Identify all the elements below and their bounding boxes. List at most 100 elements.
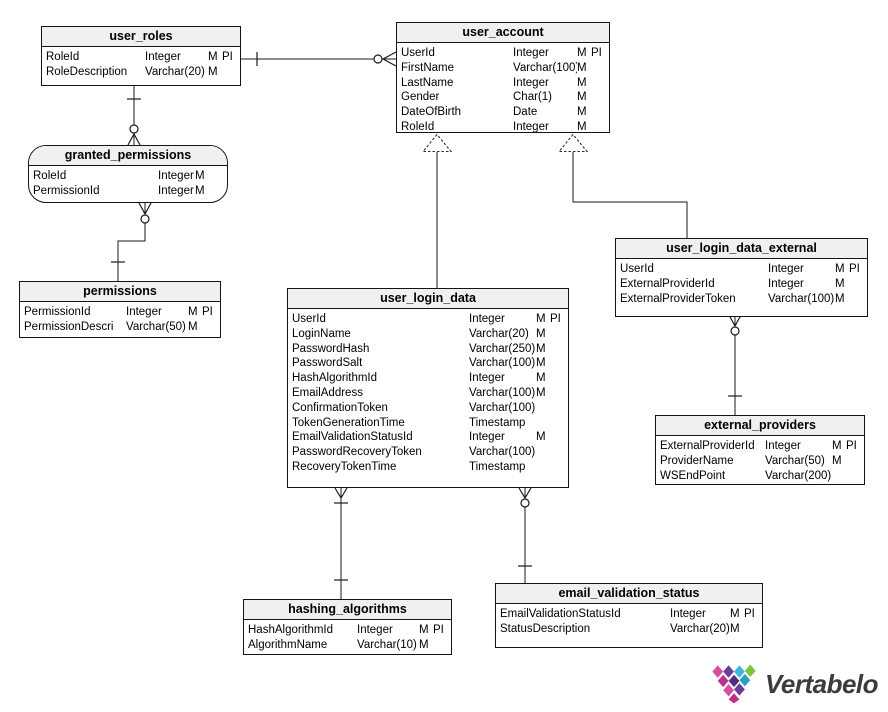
column-type: Varchar(20) <box>469 327 529 340</box>
column-type: Integer <box>513 47 549 59</box>
column-mandatory-flag: M <box>419 638 429 651</box>
column-type: Varchar(50) <box>765 454 825 467</box>
column-key-flag <box>550 371 564 386</box>
column-name: AlgorithmName <box>248 638 328 651</box>
column-name: RoleId <box>46 51 80 63</box>
column-type: Integer <box>469 431 505 444</box>
table-column-row: RecoveryTokenTime Timestamp <box>288 460 568 475</box>
rel-user_account-user_login_data-subtype <box>421 133 453 288</box>
column-type: Integer <box>469 372 505 385</box>
column-name: ExternalProviderId <box>660 440 755 452</box>
table-column-row: HashAlgorithmId Integer M <box>288 371 568 386</box>
column-name: Gender <box>401 91 440 104</box>
column-key-flag <box>591 120 605 135</box>
column-key-flag <box>591 61 605 76</box>
column-name: UserId <box>620 263 654 275</box>
column-mandatory-flag: M <box>208 51 218 63</box>
column-type: Varchar(200) <box>765 469 832 482</box>
column-key-flag <box>550 342 564 357</box>
column-name: ConfirmationToken <box>292 401 388 414</box>
column-type: Integer <box>126 306 162 318</box>
column-mandatory-flag: M <box>536 357 546 370</box>
column-mandatory-flag: M <box>536 327 546 340</box>
rel-user_roles-user_account <box>241 51 397 67</box>
column-mandatory-flag: M <box>577 47 587 59</box>
column-mandatory-flag: M <box>835 263 845 275</box>
column-key-flag <box>849 292 863 307</box>
column-name: UserId <box>292 313 326 325</box>
column-name: HashAlgorithmId <box>292 372 378 385</box>
table-title: user_roles <box>42 27 240 47</box>
column-type: Integer <box>469 313 505 325</box>
column-name: UserId <box>401 47 435 59</box>
column-key-flag: PI <box>433 624 444 636</box>
column-name: LoginName <box>292 327 351 340</box>
column-key-flag <box>550 416 564 431</box>
table-column-row: Gender Char(1) M <box>397 90 609 105</box>
column-type: Varchar(20) <box>145 65 205 78</box>
column-key-flag <box>550 356 564 371</box>
vertabelo-logo-text: Vertabelo <box>765 668 879 699</box>
table-title: permissions <box>20 282 220 302</box>
column-key-flag <box>550 445 564 460</box>
column-name: PermissionId <box>24 306 91 318</box>
rel-user_account-user_login_data_external-subtype <box>557 133 688 238</box>
column-name: HashAlgorithmId <box>248 624 334 636</box>
column-type: Varchar(20) <box>670 622 730 635</box>
column-name: EmailValidationStatusId <box>292 431 413 444</box>
column-key-flag <box>433 638 447 653</box>
column-type: Varchar(250) <box>469 342 536 355</box>
column-type: Integer <box>145 51 181 63</box>
column-mandatory-flag: M <box>188 306 198 318</box>
table-column-row: LoginName Varchar(20) M <box>288 327 568 342</box>
rel-email_validation_status-user_login_data <box>518 487 532 583</box>
column-type: Varchar(100) <box>469 386 536 399</box>
vertabelo-gem-icon <box>712 664 756 704</box>
column-mandatory-flag: M <box>195 170 205 182</box>
column-key-flag <box>591 105 605 120</box>
column-type: Char(1) <box>513 91 552 104</box>
rel-permissions-granted_permissions <box>111 202 152 281</box>
table-email_validation_status: email_validation_status EmailValidationS… <box>495 583 763 648</box>
column-key-flag <box>550 386 564 401</box>
column-mandatory-flag: M <box>536 372 546 385</box>
column-key-flag: PI <box>222 51 233 63</box>
rel-external_providers-user_login_data_external <box>728 314 742 415</box>
column-type: Timestamp <box>469 460 526 473</box>
column-key-flag: PI <box>846 440 857 452</box>
column-name: RoleId <box>33 170 67 182</box>
column-mandatory-flag: M <box>577 91 587 104</box>
column-name: RecoveryTokenTime <box>292 460 397 473</box>
column-name: ExternalProviderId <box>620 277 715 290</box>
column-type: Varchar(100) <box>469 446 536 459</box>
column-mandatory-flag: M <box>188 320 198 333</box>
column-key-flag: PI <box>591 47 602 59</box>
column-key-flag <box>846 469 860 484</box>
column-key-flag <box>550 327 564 342</box>
column-key-flag <box>744 622 758 637</box>
column-name: PasswordRecoveryToken <box>292 446 422 459</box>
column-key-flag <box>209 169 223 184</box>
column-mandatory-flag: M <box>577 61 587 74</box>
column-mandatory-flag: M <box>577 76 587 89</box>
column-key-flag <box>209 184 223 199</box>
